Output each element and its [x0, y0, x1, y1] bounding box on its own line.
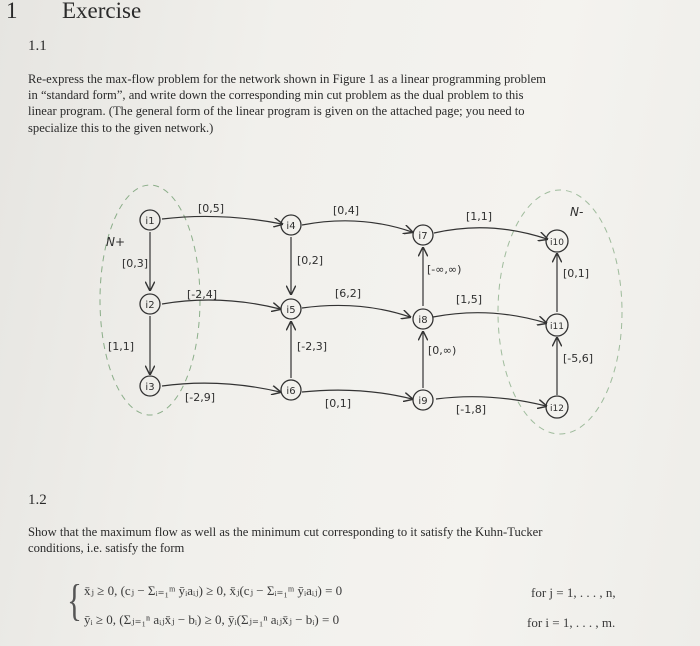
edge-label-i5-i8: [6,2] — [335, 287, 361, 300]
node-i1: i1 — [139, 209, 161, 231]
node-i10: i10 — [545, 229, 569, 253]
edge-i4-i7 — [301, 220, 412, 232]
node-label: i2 — [145, 300, 154, 311]
equation-brace: { — [67, 576, 82, 625]
node-i9: i9 — [412, 389, 434, 411]
node-label: i10 — [550, 238, 564, 248]
edge-label-i8-i11: [1,5] — [456, 293, 482, 306]
edge-i1-i4 — [161, 215, 282, 224]
node-label: i5 — [286, 305, 295, 316]
subsection-2-text: Show that the maximum flow as well as th… — [28, 524, 693, 556]
edge-label-i2-i3: [1,1] — [108, 340, 134, 353]
text-line: linear program. (The general form of the… — [28, 104, 525, 119]
edge-label-i8-i7: [-∞,∞) — [427, 263, 461, 276]
node-i11: i11 — [545, 313, 569, 337]
edge-i6-i9 — [301, 389, 412, 399]
edge-i7-i10 — [433, 227, 547, 239]
edge-label-i12-i11: [-5,6] — [563, 352, 593, 365]
edge-label-i9-i8: [0,∞) — [428, 344, 456, 357]
node-i8: i8 — [412, 308, 434, 330]
node-label: i7 — [418, 231, 427, 242]
node-label: i9 — [418, 396, 427, 407]
kkt-condition-primal: x̄ⱼ ≥ 0, (cⱼ − Σᵢ₌₁ᵐ ȳᵢaᵢⱼ) ≥ 0, x̄ⱼ(cⱼ … — [84, 583, 343, 598]
text-line: Re-express the max-flow problem for the … — [28, 72, 546, 86]
node-i2: i2 — [139, 293, 161, 315]
source-set-label: N+ — [106, 235, 125, 249]
section-number: 1 — [6, 0, 18, 23]
edge-i2-i5 — [161, 299, 280, 309]
text-line: Show that the maximum flow as well as th… — [28, 525, 543, 539]
edge-i3-i6 — [161, 382, 280, 392]
subsection-2-number: 1.2 — [28, 492, 47, 508]
text-line: in “standard form”, and write down the c… — [28, 88, 524, 103]
edge-label-i9-i12: [-1,8] — [456, 403, 486, 416]
sink-cut-region — [497, 189, 623, 435]
node-label: i11 — [550, 322, 564, 332]
network-figure: i1 i2 i3 i4 i5 i6 i7 i8 i9 i10 i11 i12 N… — [99, 184, 623, 435]
edge-label-i11-i10: [0,1] — [563, 267, 589, 280]
text-line: conditions, i.e. satisfy the form — [28, 541, 185, 556]
subsection-1-number: 1.1 — [28, 38, 47, 54]
edge-label-i3-i6: [-2,9] — [185, 391, 215, 404]
node-i6: i6 — [280, 379, 302, 401]
node-label: i4 — [286, 221, 295, 232]
node-label: i1 — [145, 216, 154, 227]
node-i4: i4 — [280, 214, 302, 236]
node-i12: i12 — [545, 395, 569, 419]
node-i3: i3 — [139, 375, 161, 397]
edge-label-i7-i10: [1,1] — [466, 210, 492, 223]
edge-i5-i8 — [301, 304, 410, 317]
edge-label-i4-i5: [0,2] — [297, 254, 323, 267]
node-label: i12 — [550, 404, 564, 414]
node-label: i3 — [145, 382, 154, 393]
sink-set-label: N- — [570, 205, 583, 219]
kkt-condition-primal-range: for j = 1, . . . , n, — [531, 585, 616, 600]
node-label: i8 — [418, 315, 427, 326]
text-line: specialize this to the given network.) — [28, 120, 214, 135]
edge-label-i2-i5: [-2,4] — [187, 288, 217, 301]
edge-i8-i11 — [432, 312, 546, 323]
edge-label-i1-i4: [0,5] — [198, 202, 224, 215]
kkt-condition-dual-range: for i = 1, . . . , m. — [527, 615, 616, 630]
node-i5: i5 — [280, 298, 302, 320]
edge-label-i4-i7: [0,4] — [333, 204, 359, 217]
kkt-condition-dual: ȳᵢ ≥ 0, (Σⱼ₌₁ⁿ aᵢⱼx̄ⱼ − bᵢ) ≥ 0, ȳᵢ(Σⱼ₌₁… — [84, 612, 340, 627]
edge-label-i6-i5: [-2,3] — [297, 340, 327, 353]
section-title: Exercise — [62, 0, 142, 23]
node-label: i6 — [286, 386, 295, 397]
node-i7: i7 — [412, 224, 434, 246]
edge-label-i1-i2: [0,3] — [122, 257, 148, 270]
subsection-1-text: Re-express the max-flow problem for the … — [28, 71, 698, 136]
edge-i9-i12 — [435, 396, 546, 406]
edge-label-i6-i9: [0,1] — [325, 397, 351, 410]
